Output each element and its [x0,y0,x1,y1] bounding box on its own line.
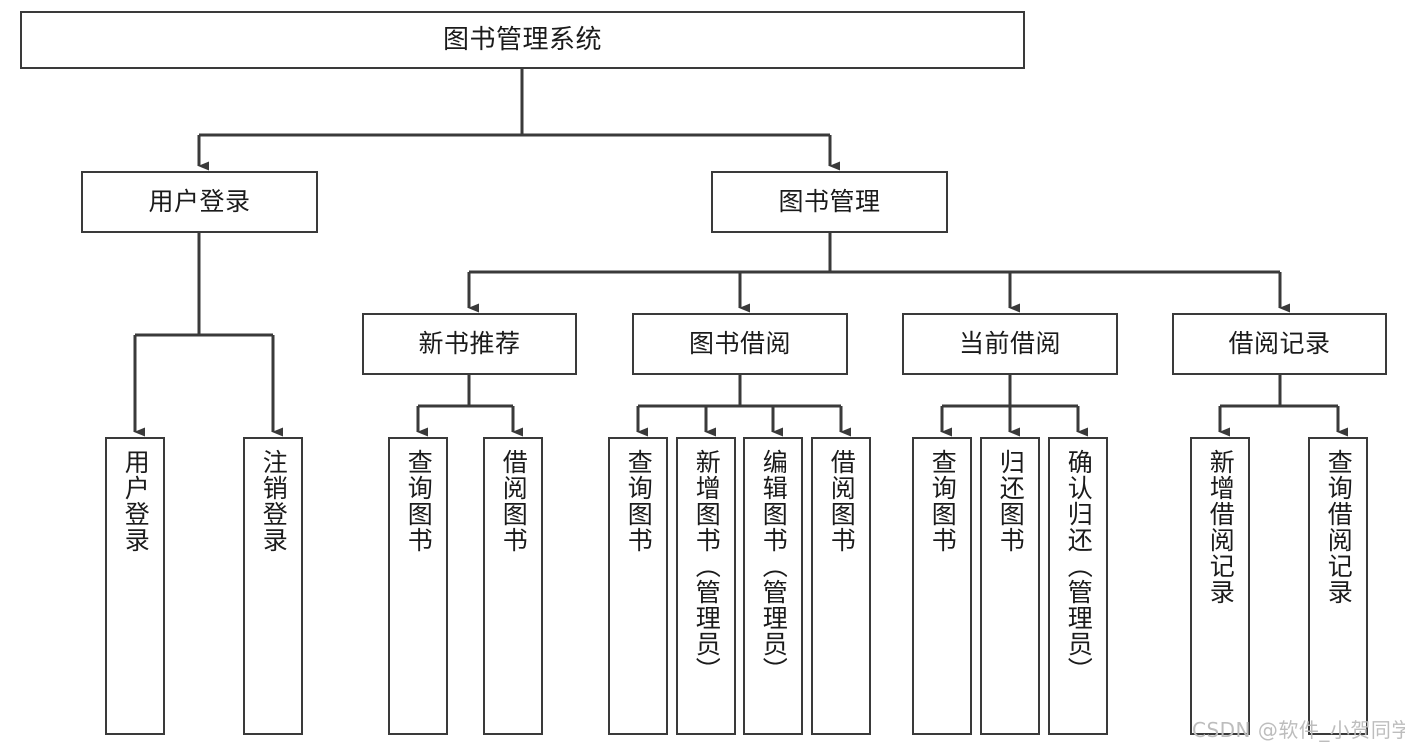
leaf-borrow-record-add[interactable]: 新增借阅记录 [1190,437,1250,735]
leaf-book-borrow-borrow[interactable]: 借阅图书 [811,437,871,735]
node-label: 编辑图书（管理员） [759,449,789,683]
node-label: 用户登录 [148,187,251,217]
node-label: 当前借阅 [958,329,1061,359]
leaf-new-book-query[interactable]: 查询图书 [388,437,448,735]
node-label: 确认归还（管理员） [1064,449,1094,683]
node-label: 图书借阅 [688,329,791,359]
node-label: 新书推荐 [418,329,521,359]
leaf-book-borrow-query[interactable]: 查询图书 [608,437,668,735]
node-label: 借阅图书 [499,449,529,553]
node-label: 归还图书 [996,449,1026,553]
node-label: 查询图书 [928,449,958,553]
leaf-current-borrow-query[interactable]: 查询图书 [912,437,972,735]
node-label: 借阅记录 [1228,329,1331,359]
node-label: 新增借阅记录 [1206,449,1236,605]
node-label: 图书管理系统 [442,24,602,55]
leaf-current-borrow-confirm-return-admin[interactable]: 确认归还（管理员） [1048,437,1108,735]
node-current-borrow[interactable]: 当前借阅 [902,313,1118,375]
node-new-book-recommend[interactable]: 新书推荐 [362,313,577,375]
leaf-current-borrow-return[interactable]: 归还图书 [980,437,1040,735]
leaf-user-login-signout[interactable]: 注销登录 [243,437,303,735]
node-book-management[interactable]: 图书管理 [711,171,948,233]
node-label: 用户登录 [121,449,151,553]
leaf-book-borrow-add-admin[interactable]: 新增图书（管理员） [676,437,736,735]
node-label: 注销登录 [259,449,289,553]
node-root-book-management-system[interactable]: 图书管理系统 [20,11,1025,69]
leaf-book-borrow-edit-admin[interactable]: 编辑图书（管理员） [743,437,803,735]
node-label: 查询借阅记录 [1324,449,1354,605]
node-label: 借阅图书 [827,449,857,553]
node-label: 图书管理 [778,187,881,217]
node-user-login[interactable]: 用户登录 [81,171,318,233]
node-book-borrow[interactable]: 图书借阅 [632,313,848,375]
node-borrow-record[interactable]: 借阅记录 [1172,313,1387,375]
node-label: 查询图书 [404,449,434,553]
node-label: 查询图书 [624,449,654,553]
leaf-new-book-borrow[interactable]: 借阅图书 [483,437,543,735]
node-label: 新增图书（管理员） [692,449,722,683]
leaf-user-login-signin[interactable]: 用户登录 [105,437,165,735]
csdn-watermark: CSDN @软件_小贺同学 [1192,718,1405,742]
leaf-borrow-record-query[interactable]: 查询借阅记录 [1308,437,1368,735]
